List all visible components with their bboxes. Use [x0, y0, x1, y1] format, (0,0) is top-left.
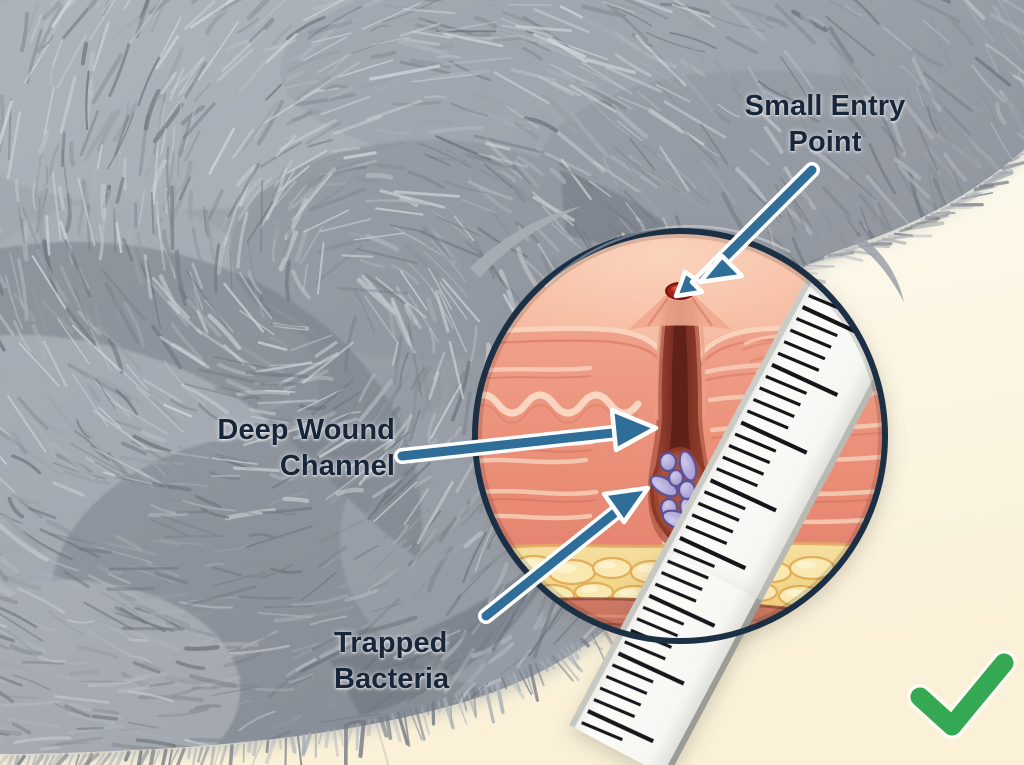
- label-deep-wound-channel: Deep Wound Channel: [217, 414, 395, 482]
- label-small-entry-point: Small Entry Point: [744, 90, 906, 158]
- annotation-arrows: [394, 162, 820, 624]
- arrow-entry-shaft: [697, 162, 820, 285]
- arrow-deep-wound-channel: [394, 407, 659, 464]
- arrow-trapped-bacteria: [478, 485, 651, 624]
- rete-ridge-wave: [475, 391, 642, 417]
- green-check-mark: [907, 650, 1017, 739]
- ruler-tick-marks-overhang: [581, 548, 747, 744]
- fur-overlap-tuft: [470, 206, 904, 302]
- magnifier-ring: [472, 228, 888, 644]
- label-trapped-bacteria: Trapped Bacteria: [334, 627, 450, 695]
